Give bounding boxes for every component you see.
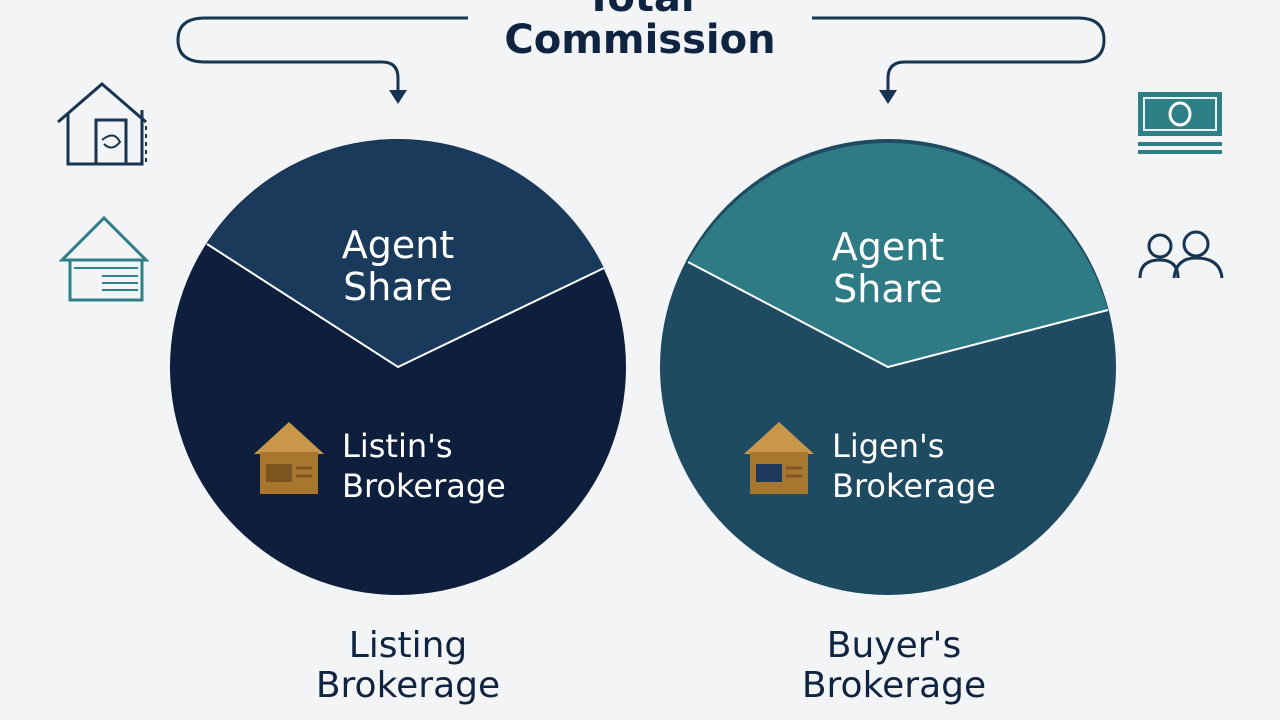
right-caption-line2: Brokerage: [801, 665, 987, 706]
left-agent-share-line1: Agent: [341, 223, 455, 267]
right-brokerage-line2: Brokerage: [832, 467, 996, 505]
right-pie: [660, 139, 1116, 595]
house-teal-icon: [58, 215, 150, 302]
house-outline-icon: [57, 82, 147, 166]
left-agent-share-line2: Share: [343, 265, 453, 309]
right-agent-share-label: Agent Share: [788, 226, 988, 310]
left-pie: [170, 139, 626, 595]
right-pie-agent-segment: [688, 142, 1108, 367]
people-icon: [1138, 230, 1224, 279]
left-caption-line2: Brokerage: [315, 665, 501, 706]
title-line-2: Commission: [504, 17, 776, 63]
right-brokerage-line1: Ligen's: [832, 427, 945, 465]
right-arrow: [812, 16, 1106, 104]
left-caption-line1: Listing: [348, 625, 468, 666]
left-pie-agent-segment: [207, 139, 604, 367]
right-agent-share-line2: Share: [833, 267, 943, 311]
right-house-icon: [744, 422, 814, 494]
left-house-icon: [254, 422, 324, 494]
left-brokerage-line1: Listin's: [342, 427, 453, 465]
right-brokerage-segment-label: Ligen's Brokerage: [832, 426, 996, 506]
left-brokerage-segment-label: Listin's Brokerage: [342, 426, 506, 506]
left-arrow: [176, 16, 468, 104]
money-icon: [1138, 92, 1222, 154]
title-line-1: Total: [0, 0, 1280, 20]
right-caption-line1: Buyer's: [826, 625, 962, 666]
left-pie-caption: Listing Brokerage: [258, 626, 558, 706]
right-pie-caption: Buyer's Brokerage: [744, 626, 1044, 706]
left-brokerage-line2: Brokerage: [342, 467, 506, 505]
right-agent-share-line1: Agent: [831, 225, 945, 269]
left-agent-share-label: Agent Share: [298, 224, 498, 308]
